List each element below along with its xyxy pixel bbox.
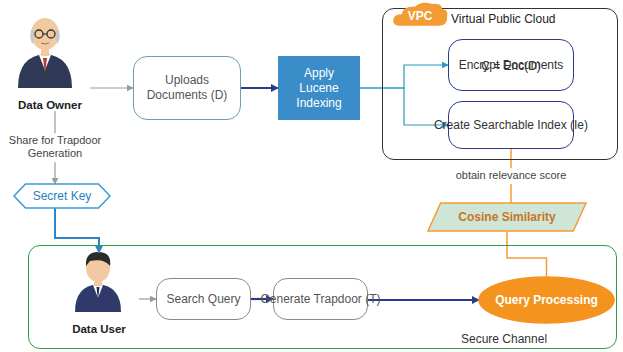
cloud-badge-path	[394, 4, 447, 25]
process-box: Create Searchable Index (Ie)	[448, 101, 574, 149]
data-parallelogram-path	[428, 203, 586, 231]
node-label: Query Processing	[495, 293, 598, 307]
node-label: Create Searchable Index (Ie)	[434, 118, 588, 133]
node-label: Generate Trapdoor (T)	[260, 292, 380, 307]
data-parallelogram: Cosine Similarity	[428, 203, 586, 231]
connector	[360, 65, 448, 88]
cloud-region: Virtual Public Cloud VPC Encrypt Documents…	[382, 8, 618, 160]
connector	[368, 299, 479, 301]
connector	[507, 231, 547, 277]
node-label: Data User	[49, 323, 149, 335]
process-box: Generate Trapdoor (T)	[273, 278, 368, 320]
process-box: Apply Lucene Indexing	[278, 56, 360, 120]
node-label: Uploads Documents (D)	[142, 73, 232, 103]
node-label: Virtual Public Cloud	[451, 12, 556, 26]
edge-label: obtain relevance score	[453, 168, 570, 184]
process-box: Uploads Documents (D)	[133, 56, 241, 120]
data-user: Data User	[59, 253, 139, 335]
process-box: Encrypt DocumentsC = Enc(D)	[448, 39, 574, 91]
process-ellipse: Query Processing	[479, 277, 614, 323]
node-label: Data Owner	[0, 99, 100, 111]
node-formula: C = Enc(D)	[481, 59, 541, 74]
node-label: VPC	[408, 9, 433, 23]
key-octagon-path	[14, 184, 110, 208]
cloud-badge: VPC	[393, 1, 447, 27]
connector	[139, 298, 156, 299]
data-user-icon	[75, 252, 121, 312]
key-octagon: Secret Key	[14, 184, 110, 208]
connector	[55, 208, 99, 253]
connector	[241, 87, 278, 89]
data-owner-icon	[18, 18, 72, 88]
edge-label: Share for Trapdoor Generation	[4, 133, 106, 163]
process-ellipse-path	[479, 277, 614, 323]
data-owner: Data Owner	[10, 5, 90, 111]
node-label: Secret Key	[33, 189, 92, 203]
channel-region: Secure Channel Data User Search Query Gener…	[28, 245, 617, 349]
node-label: Cosine Similarity	[458, 210, 555, 224]
node-label: Secure Channel	[461, 332, 547, 346]
process-box: Search Query	[156, 278, 251, 320]
node-label: Search Query	[166, 292, 240, 307]
connector	[90, 87, 133, 88]
node-label: Apply Lucene Indexing	[287, 66, 351, 111]
